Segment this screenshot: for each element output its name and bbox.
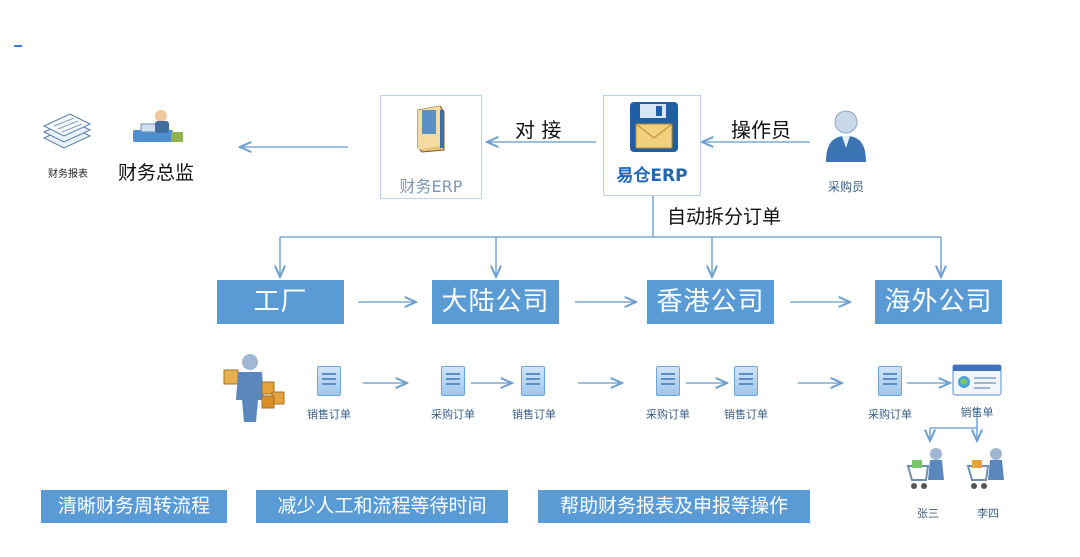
- corner-mark: [14, 45, 22, 47]
- doc-label-factory-sales: 销售订单: [307, 408, 351, 421]
- auto-split-label: 自动拆分订单: [667, 206, 782, 228]
- company-mainland[interactable]: 大陆公司: [432, 280, 559, 324]
- company-overseas[interactable]: 海外公司: [875, 280, 1002, 324]
- doc-icon-hk-sales: [734, 366, 758, 396]
- finance-director-icon: [131, 108, 187, 148]
- finance-report-label: 财务报表: [48, 169, 88, 180]
- benefit-tag-3: 帮助财务报表及申报等操作: [538, 490, 810, 523]
- purchaser-icon: [822, 108, 870, 162]
- customer-cart-icon-2: [966, 446, 1010, 492]
- doc-icon-mainland-purchase: [441, 366, 465, 396]
- doc-label-overseas-purchase: 采购订单: [868, 408, 912, 421]
- yicang-erp-box[interactable]: 易仓ERP: [603, 95, 701, 196]
- doc-label-mainland-purchase: 采购订单: [431, 408, 475, 421]
- customer-cart-icon-1: [906, 446, 950, 492]
- operator-label: 操作员: [731, 118, 791, 142]
- company-hongkong[interactable]: 香港公司: [647, 280, 774, 324]
- doc-icon-overseas-purchase: [878, 366, 902, 396]
- factory-worker-icon: [222, 352, 286, 424]
- doc-label-hk-purchase: 采购订单: [646, 408, 690, 421]
- doc-icon-mainland-sales: [521, 366, 545, 396]
- customer-label-1: 张三: [917, 507, 939, 520]
- finance-erp-box: 财务ERP: [380, 95, 482, 199]
- benefit-tag-1: 清晰财务周转流程: [41, 490, 227, 523]
- doc-label-hk-sales: 销售订单: [724, 408, 768, 421]
- finance-director-label: 财务总监: [118, 162, 195, 184]
- yicang-erp-icon: [628, 100, 680, 154]
- customer-label-2: 李四: [977, 507, 999, 520]
- dock-label: 对 接: [515, 118, 562, 142]
- doc-icon-hk-purchase: [656, 366, 680, 396]
- finance-report-icon: [40, 112, 94, 156]
- purchaser-label: 采购员: [827, 180, 864, 194]
- doc-label-overseas-sales: 销售单: [960, 406, 994, 419]
- yicang-erp-label: 易仓ERP: [616, 166, 688, 186]
- doc-icon-factory-sales: [317, 366, 341, 396]
- doc-label-mainland-sales: 销售订单: [512, 408, 556, 421]
- benefit-tag-2: 减少人工和流程等待时间: [256, 490, 508, 523]
- finance-erp-icon: [414, 104, 448, 154]
- web-sales-icon: [952, 364, 1002, 396]
- finance-erp-label: 财务ERP: [399, 177, 463, 196]
- company-factory[interactable]: 工厂: [217, 280, 344, 324]
